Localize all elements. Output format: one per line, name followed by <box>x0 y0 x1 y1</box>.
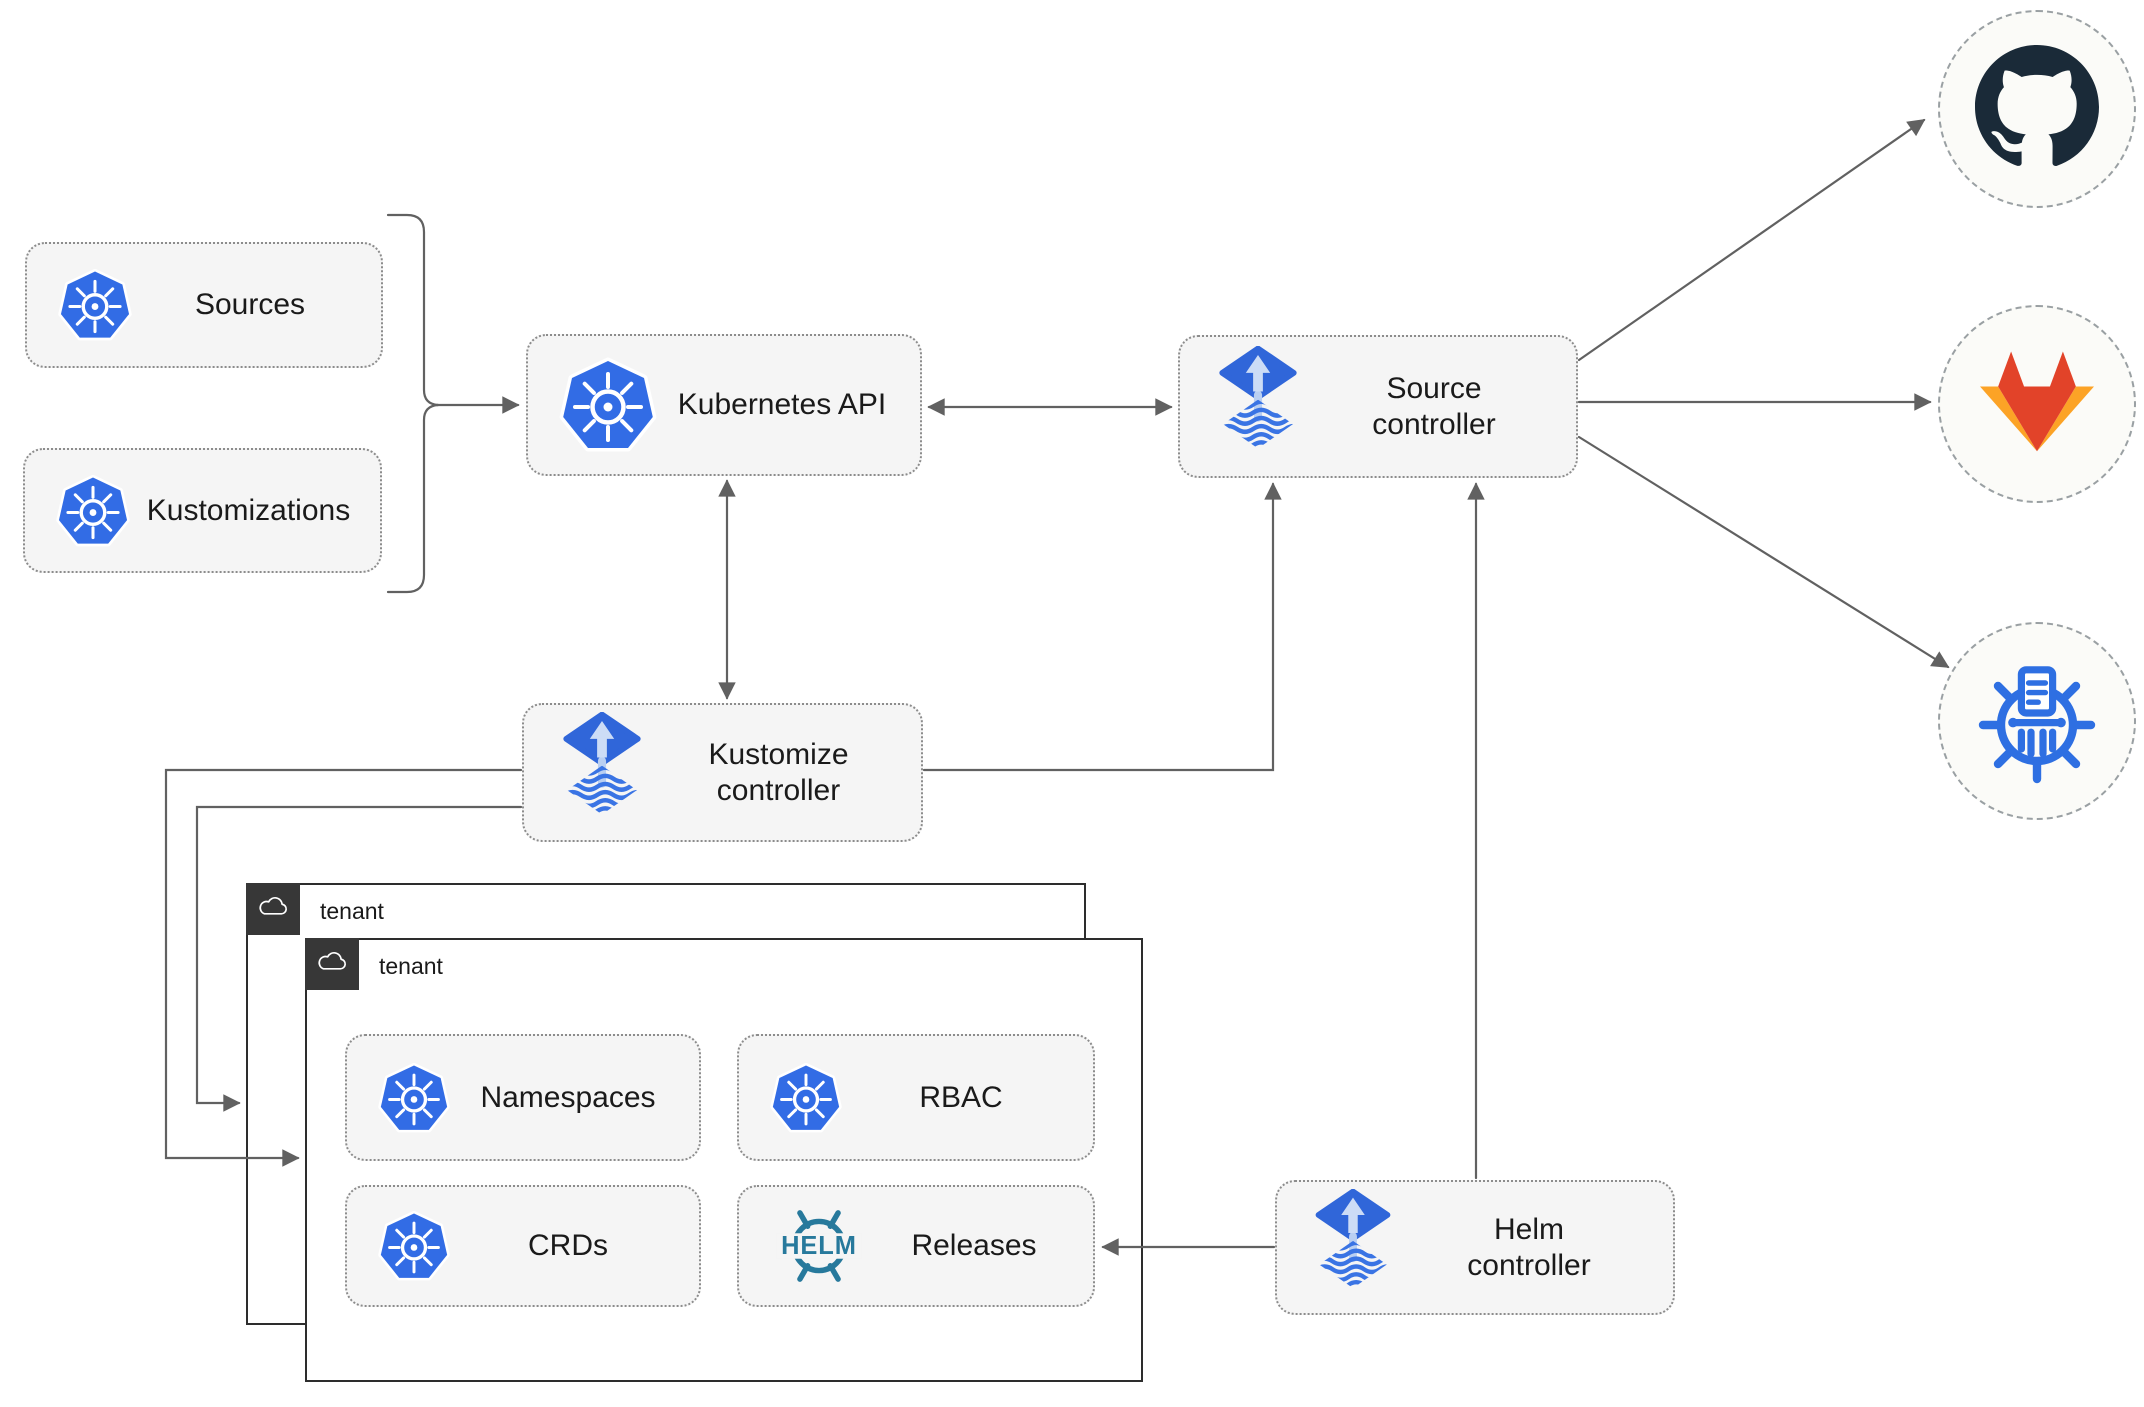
sources-box: Sources <box>25 242 383 368</box>
kubernetes-api-label: Kubernetes API <box>677 388 887 422</box>
namespaces-label: Namespaces <box>480 1080 656 1114</box>
kubernetes-icon <box>377 1061 451 1135</box>
crds-box: CRDs <box>345 1185 701 1307</box>
sources-label: Sources <box>194 288 306 322</box>
rbac-label: RBAC <box>919 1080 1003 1114</box>
bucket-icon <box>1971 653 2103 790</box>
source-controller-box: Source controller <box>1178 335 1578 478</box>
kustomizations-label: Kustomizations <box>146 493 351 527</box>
flux-icon <box>1210 345 1306 468</box>
cloud-icon <box>315 949 349 980</box>
helm-controller-label: Helm controller <box>1467 1213 1591 1282</box>
kubernetes-icon <box>57 267 133 343</box>
source-controller-label: Source controller <box>1372 372 1496 441</box>
gitlab-endpoint <box>1938 305 2136 503</box>
kustomizations-box: Kustomizations <box>23 448 382 573</box>
tenant-tab <box>246 883 300 935</box>
kubernetes-icon <box>55 473 131 549</box>
namespaces-box: Namespaces <box>345 1034 701 1161</box>
tenant-label: tenant <box>379 952 443 979</box>
github-icon <box>1975 44 2099 174</box>
flux-icon <box>554 711 650 834</box>
connector-kustomize-tenant-back <box>195 805 523 1112</box>
group-bracket <box>386 403 440 594</box>
releases-box: HELM Releases <box>737 1185 1095 1307</box>
connector-kustomize-tenant-front <box>164 768 523 1167</box>
helm-controller-box: Helm controller <box>1275 1180 1675 1315</box>
helm-icon: HELM <box>769 1200 869 1292</box>
kubernetes-icon <box>769 1061 843 1135</box>
kustomize-controller-label: Kustomize controller <box>708 738 849 807</box>
cloud-icon <box>256 894 290 925</box>
tenant-tab <box>305 938 359 990</box>
tenant-label: tenant <box>320 897 384 924</box>
kustomize-controller-box: Kustomize controller <box>522 703 923 842</box>
connector-source-bucket <box>1577 435 1950 669</box>
releases-label: Releases <box>911 1229 1037 1263</box>
connector-source-github <box>1577 118 1926 362</box>
kubernetes-api-box: Kubernetes API <box>526 334 922 476</box>
kubernetes-icon <box>558 355 658 455</box>
connector-kustomize-source <box>922 482 1282 772</box>
rbac-box: RBAC <box>737 1034 1095 1161</box>
crds-label: CRDs <box>528 1229 608 1263</box>
github-endpoint <box>1938 10 2136 208</box>
group-bracket <box>386 213 440 407</box>
tenant-group-front: tenant Namespaces <box>305 938 1143 1382</box>
helm-wordmark: HELM <box>781 1232 857 1260</box>
bucket-endpoint <box>1938 622 2136 820</box>
kubernetes-icon <box>377 1209 451 1283</box>
flux-icon <box>1307 1188 1399 1307</box>
gitlab-icon <box>1972 345 2102 464</box>
